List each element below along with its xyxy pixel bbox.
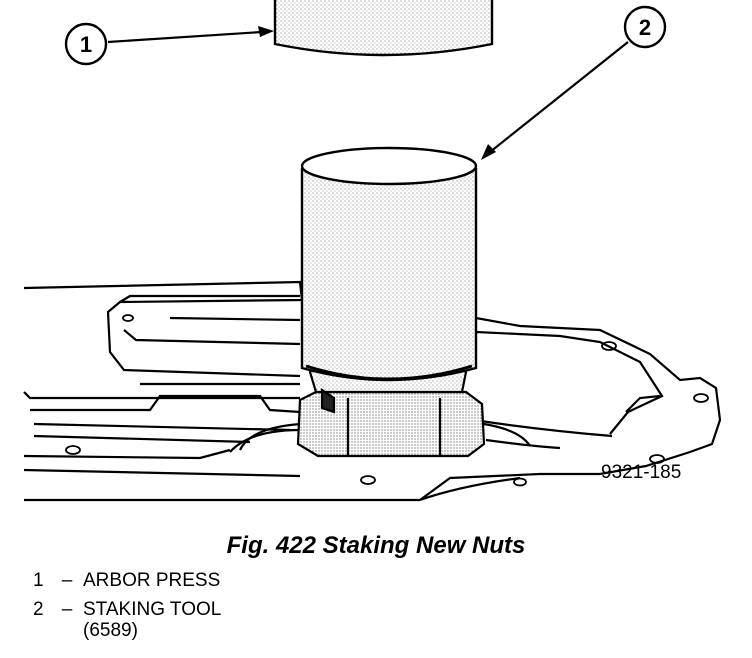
legend-item: 1 – ARBOR PRESS <box>33 570 221 592</box>
technical-illustration: 1 2 <box>23 0 722 502</box>
legend-line: ARBOR PRESS <box>83 570 221 591</box>
callout-2: 2 <box>481 5 667 160</box>
legend: 1 – ARBOR PRESS 2 – STAKING TOOL (6589) <box>33 570 221 648</box>
legend-line: STAKING TOOL <box>83 599 222 620</box>
legend-item: 2 – STAKING TOOL (6589) <box>33 599 221 641</box>
legend-line: (6589) <box>83 620 138 641</box>
legend-number: 1 <box>33 570 44 591</box>
staking-tool <box>300 146 478 382</box>
svg-text:1: 1 <box>80 32 92 57</box>
legend-text: STAKING TOOL (6589) <box>83 599 221 641</box>
legend-dash: – <box>61 570 73 591</box>
legend-text: ARBOR PRESS <box>83 570 220 592</box>
callout-1: 1 <box>64 22 274 66</box>
legend-number: 2 <box>33 599 44 620</box>
figure-caption: Fig. 422 Staking New Nuts <box>226 532 526 559</box>
arbor-press-ram <box>273 0 494 57</box>
figure-id: 9321-185 <box>601 462 682 483</box>
svg-text:2: 2 <box>639 15 651 40</box>
transmission-case <box>23 280 722 502</box>
legend-dash: – <box>61 599 73 620</box>
